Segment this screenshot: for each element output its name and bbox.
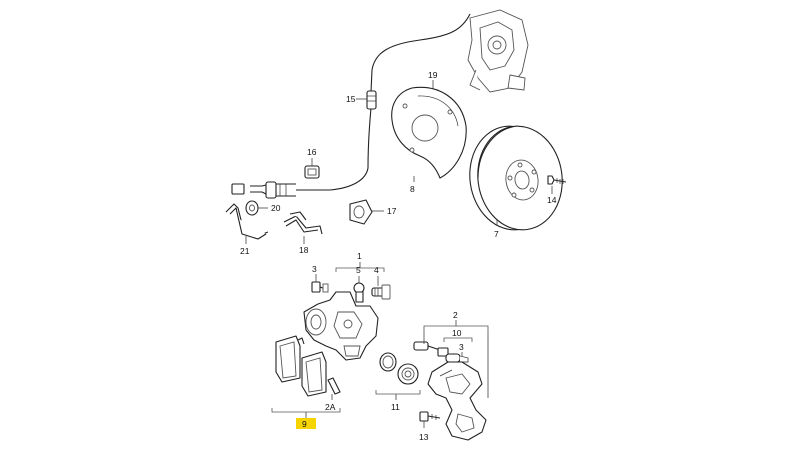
brake-disc xyxy=(469,125,563,231)
hose-fitting xyxy=(366,90,377,110)
label-13: 13 xyxy=(419,432,429,442)
spring-clip xyxy=(225,203,269,240)
bleeder-screw xyxy=(311,281,329,293)
seal-kit xyxy=(379,352,419,385)
abs-sensor-plug xyxy=(231,181,296,199)
dust-cap xyxy=(353,282,365,303)
guide-pin-set xyxy=(413,341,469,363)
label-7: 7 xyxy=(494,229,499,239)
caliper-carrier xyxy=(427,361,487,441)
label-19: 19 xyxy=(428,70,438,80)
label-17: 17 xyxy=(387,206,397,216)
label-18: 18 xyxy=(299,245,309,255)
highlight-box-9 xyxy=(296,418,316,429)
splash-shield xyxy=(391,86,467,179)
group-bracket-10 xyxy=(443,337,473,342)
label-4: 4 xyxy=(374,265,379,275)
carrier-bolt xyxy=(419,411,441,422)
label-8: 8 xyxy=(410,184,415,194)
cap xyxy=(245,200,259,216)
label-5: 5 xyxy=(356,265,361,275)
hose-holder xyxy=(304,165,320,179)
label-20: 20 xyxy=(271,203,281,213)
label-3a: 3 xyxy=(312,264,317,274)
label-9: 9 xyxy=(302,419,307,429)
label-21: 21 xyxy=(240,246,250,256)
label-16: 16 xyxy=(307,147,317,157)
label-10: 10 xyxy=(452,328,462,338)
group-bracket-11 xyxy=(375,390,421,395)
wire-holder xyxy=(283,211,323,235)
label-2: 2 xyxy=(453,310,458,320)
guide-bolt xyxy=(371,284,391,300)
brake-pad-set xyxy=(275,335,327,397)
label-15: 15 xyxy=(346,94,356,104)
label-3b: 3 xyxy=(459,342,464,352)
cable-grommet xyxy=(349,199,373,225)
label-14: 14 xyxy=(547,195,557,205)
label-2a: 2A xyxy=(325,402,336,412)
wheel-bearing-housing xyxy=(467,9,529,93)
brake-caliper xyxy=(303,291,379,361)
retaining-pin xyxy=(327,377,341,395)
abs-sensor-cable xyxy=(370,13,471,93)
disc-retaining-screw xyxy=(547,175,567,185)
label-1: 1 xyxy=(357,251,362,261)
label-11: 11 xyxy=(391,402,400,412)
